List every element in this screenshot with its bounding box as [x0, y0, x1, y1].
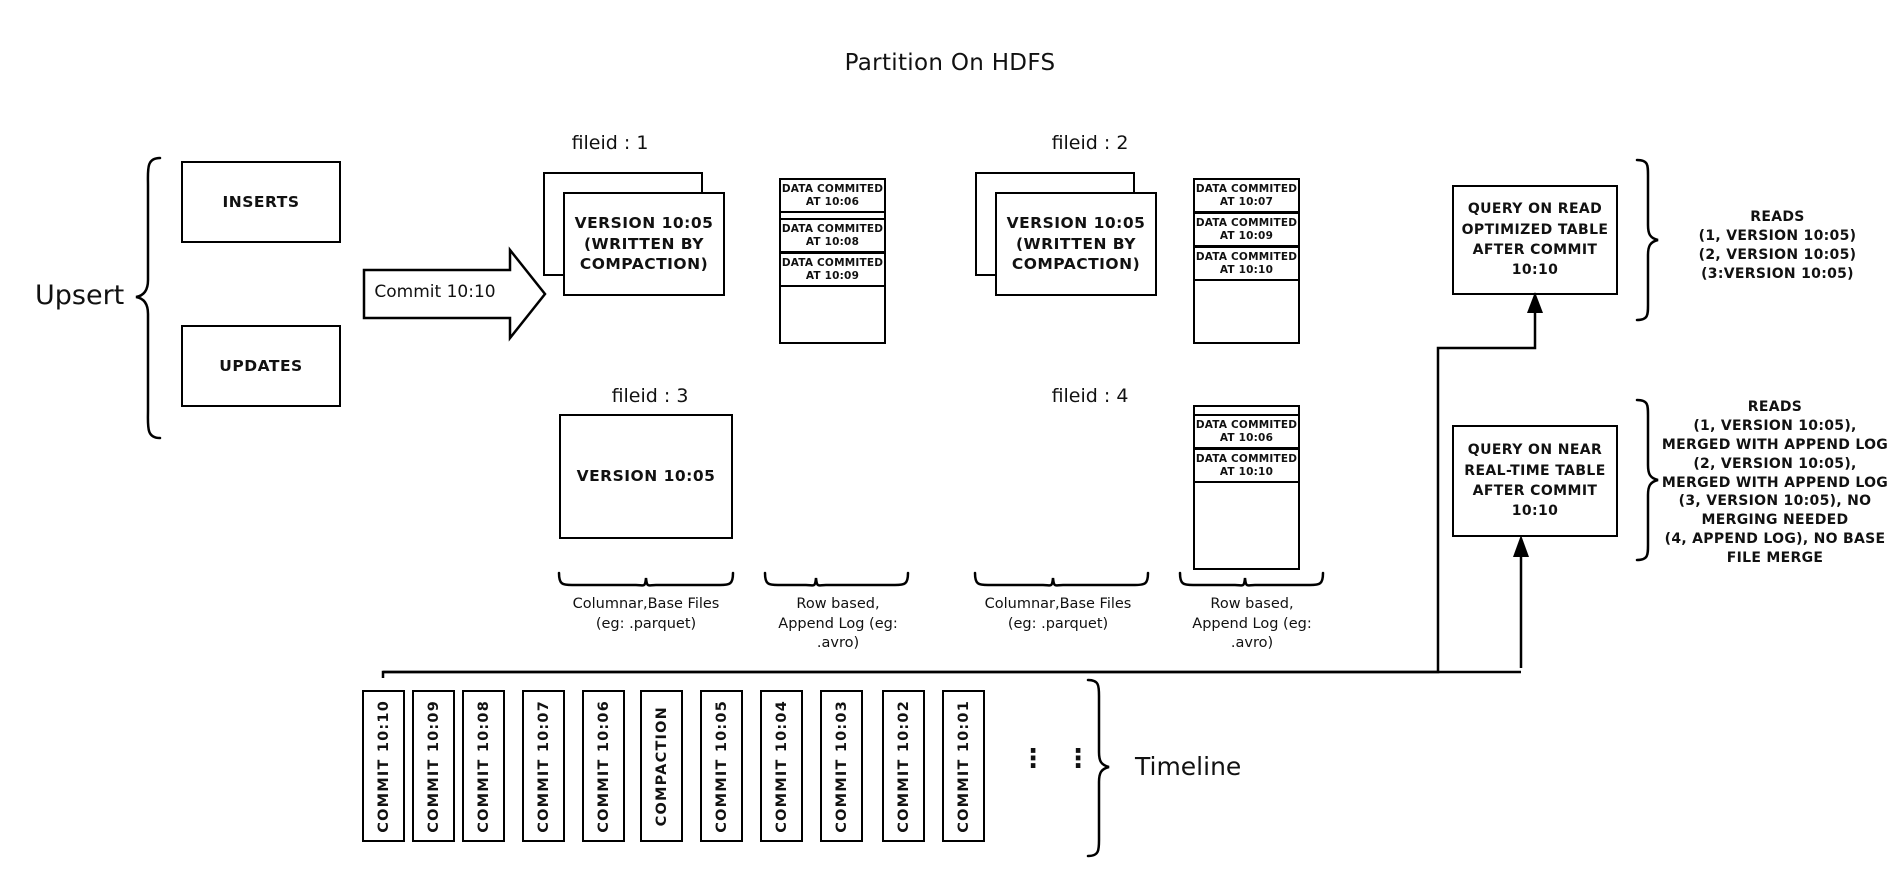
- reads-read-optimized: READS (1, VERSION 10:05) (2, VERSION 10:…: [1655, 208, 1900, 284]
- brace-rowbased-right: [1178, 571, 1325, 587]
- timeline-item-3[interactable]: COMMIT 10:07: [522, 690, 565, 842]
- fileid-2-base-text: VERSION 10:05 (WRITTEN BY COMPACTION): [1006, 213, 1146, 274]
- timeline-item-5[interactable]: COMPACTION: [640, 690, 683, 842]
- brace-columnar-right: [973, 571, 1150, 587]
- timeline-item-1-label: COMMIT 10:09: [425, 699, 442, 833]
- timeline-item-9-label: COMMIT 10:02: [895, 699, 912, 833]
- timeline-item-9[interactable]: COMMIT 10:02: [882, 690, 925, 842]
- inserts-label: INSERTS: [222, 192, 300, 211]
- timeline-item-10-label: COMMIT 10:01: [955, 699, 972, 833]
- caption-columnar-right: Columnar,Base Files (eg: .parquet): [984, 596, 1132, 632]
- upsert-label: Upsert: [35, 280, 125, 311]
- reads-title-1: READS: [1750, 209, 1805, 225]
- updates-box: UPDATES: [181, 325, 341, 407]
- timeline-item-0[interactable]: COMMIT 10:10: [362, 690, 405, 842]
- query-read-optimized-text: QUERY ON READ OPTIMIZED TABLE AFTER COMM…: [1461, 201, 1609, 279]
- fileid-3-base-file: VERSION 10:05: [559, 414, 733, 539]
- fileid-2-label: fileid : 2: [1051, 132, 1129, 154]
- caption-rowbased-right: Row based, Append Log (eg: .avro): [1192, 596, 1312, 652]
- timeline-item-6-label: COMMIT 10:05: [713, 699, 730, 833]
- reads-title-2: READS: [1747, 399, 1803, 415]
- inserts-box: INSERTS: [181, 161, 341, 243]
- fileid-1-label: fileid : 1: [571, 132, 649, 154]
- timeline-item-7-label: COMMIT 10:04: [773, 699, 790, 833]
- page-title: Partition On HDFS: [844, 50, 1056, 76]
- caption-columnar-left: Columnar,Base Files (eg: .parquet): [572, 596, 720, 632]
- query-read-optimized-box[interactable]: QUERY ON READ OPTIMIZED TABLE AFTER COMM…: [1452, 185, 1618, 295]
- timeline-item-3-label: COMMIT 10:07: [535, 699, 552, 833]
- query-near-real-time-box[interactable]: QUERY ON NEAR REAL-TIME TABLE AFTER COMM…: [1452, 425, 1618, 537]
- timeline-item-4-label: COMMIT 10:06: [595, 699, 612, 833]
- timeline-item-4[interactable]: COMMIT 10:06: [582, 690, 625, 842]
- arrowhead-near-real-time: [1513, 535, 1529, 557]
- fileid-3-label: fileid : 3: [611, 385, 689, 407]
- timeline-item-0-label: COMMIT 10:10: [375, 699, 392, 833]
- updates-label: UPDATES: [219, 356, 303, 375]
- reads-near-real-time: READS (1, VERSION 10:05), MERGED WITH AP…: [1650, 398, 1900, 568]
- timeline-item-7[interactable]: COMMIT 10:04: [760, 690, 803, 842]
- fileid-1-base-text: VERSION 10:05 (WRITTEN BY COMPACTION): [574, 213, 714, 274]
- brace-rowbased-left: [763, 571, 910, 587]
- timeline-item-8-label: COMMIT 10:03: [833, 699, 850, 833]
- timeline-label: Timeline: [1135, 752, 1242, 781]
- query-near-real-time-text: QUERY ON NEAR REAL-TIME TABLE AFTER COMM…: [1464, 442, 1606, 520]
- fileid-4-label: fileid : 4: [1051, 385, 1129, 407]
- timeline-item-8[interactable]: COMMIT 10:03: [820, 690, 863, 842]
- brace-columnar-left: [557, 571, 735, 587]
- caption-rowbased-left: Row based, Append Log (eg: .avro): [778, 596, 898, 652]
- timeline-item-2[interactable]: COMMIT 10:08: [462, 690, 505, 842]
- commit-arrow-label: Commit 10:10: [374, 282, 496, 302]
- timeline-item-2-label: COMMIT 10:08: [475, 699, 492, 833]
- timeline-item-5-label: COMPACTION: [653, 705, 670, 827]
- timeline-item-10[interactable]: COMMIT 10:01: [942, 690, 985, 842]
- arrowhead-read-optimized: [1527, 292, 1543, 313]
- fileid-2-base-file: VERSION 10:05 (WRITTEN BY COMPACTION): [995, 192, 1157, 296]
- timeline-item-6[interactable]: COMMIT 10:05: [700, 690, 743, 842]
- fileid-3-base-text: VERSION 10:05: [576, 467, 716, 486]
- timeline-ellipsis-1: ⋮: [1020, 744, 1048, 774]
- timeline-item-1[interactable]: COMMIT 10:09: [412, 690, 455, 842]
- timeline-ellipsis-2: ⋮: [1065, 744, 1093, 774]
- fileid-1-base-file: VERSION 10:05 (WRITTEN BY COMPACTION): [563, 192, 725, 296]
